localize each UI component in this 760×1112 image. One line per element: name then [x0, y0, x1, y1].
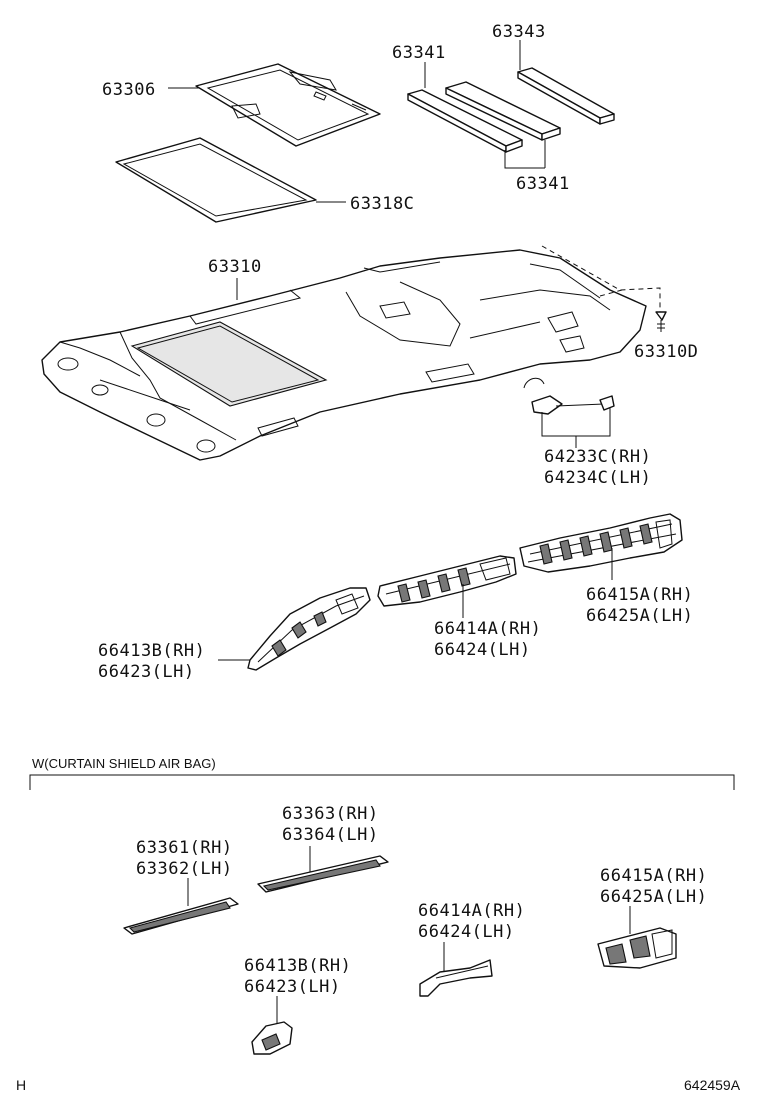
- label-66414a-rh-small: 66414A(RH): [418, 901, 525, 921]
- figure-id: 642459A: [684, 1077, 741, 1093]
- label-66415a-rh-small: 66415A(RH): [600, 866, 707, 886]
- label-66413b-rh: 66413B(RH): [98, 641, 205, 661]
- label-64233c: 64233C(RH): [544, 447, 651, 467]
- label-63310d: 63310D: [634, 342, 698, 362]
- label-63343: 63343: [492, 22, 546, 42]
- label-63364-lh: 63364(LH): [282, 825, 379, 845]
- pad-63341-front[interactable]: [407, 89, 523, 153]
- roof-side-panel-66414a-small[interactable]: [419, 959, 493, 997]
- label-63318c: 63318C: [350, 194, 414, 214]
- headliner-reinforcement-63363[interactable]: [257, 855, 389, 893]
- label-66425a-lh-small: 66425A(LH): [600, 887, 707, 907]
- label-66424-lh: 66424(LH): [434, 640, 531, 660]
- clip-63310d[interactable]: [655, 311, 667, 332]
- label-63310: 63310: [208, 257, 262, 277]
- sunshade-panel-63306[interactable]: [195, 63, 381, 147]
- label-63361-rh: 63361(RH): [136, 838, 233, 858]
- label-66414a-rh: 66414A(RH): [434, 619, 541, 639]
- label-64234c: 64234C(LH): [544, 468, 651, 488]
- label-66423-lh: 66423(LH): [98, 662, 195, 682]
- corner-mark: H: [16, 1077, 26, 1093]
- headliner-reinforcement-63361[interactable]: [123, 897, 239, 935]
- pad-63343[interactable]: [517, 67, 615, 125]
- sunroof-seal-63318c[interactable]: [115, 137, 317, 223]
- visor-holder-64233c[interactable]: [523, 377, 615, 415]
- label-66415a-rh: 66415A(RH): [586, 585, 693, 605]
- headliner-63310[interactable]: [41, 249, 647, 461]
- label-63341-bottom: 63341: [516, 174, 570, 194]
- roof-side-panel-66413b[interactable]: [247, 587, 371, 671]
- label-63362-lh: 63362(LH): [136, 859, 233, 879]
- label-63341-top: 63341: [392, 43, 446, 63]
- label-66425a-lh: 66425A(LH): [586, 606, 693, 626]
- label-63363-rh: 63363(RH): [282, 804, 379, 824]
- label-66423-lh-small: 66423(LH): [244, 977, 341, 997]
- pad-63341-middle[interactable]: [445, 81, 561, 141]
- section-caption: W(CURTAIN SHIELD AIR BAG): [32, 756, 216, 771]
- roof-side-panel-66414a[interactable]: [377, 555, 517, 607]
- label-66424-lh-small: 66424(LH): [418, 922, 515, 942]
- section-divider: [29, 774, 735, 790]
- label-63306: 63306: [102, 80, 156, 100]
- roof-side-panel-66415a[interactable]: [519, 513, 683, 573]
- label-66413b-rh-small: 66413B(RH): [244, 956, 351, 976]
- roof-side-panel-66415a-small[interactable]: [597, 927, 677, 969]
- roof-side-panel-66413b-small[interactable]: [251, 1021, 293, 1055]
